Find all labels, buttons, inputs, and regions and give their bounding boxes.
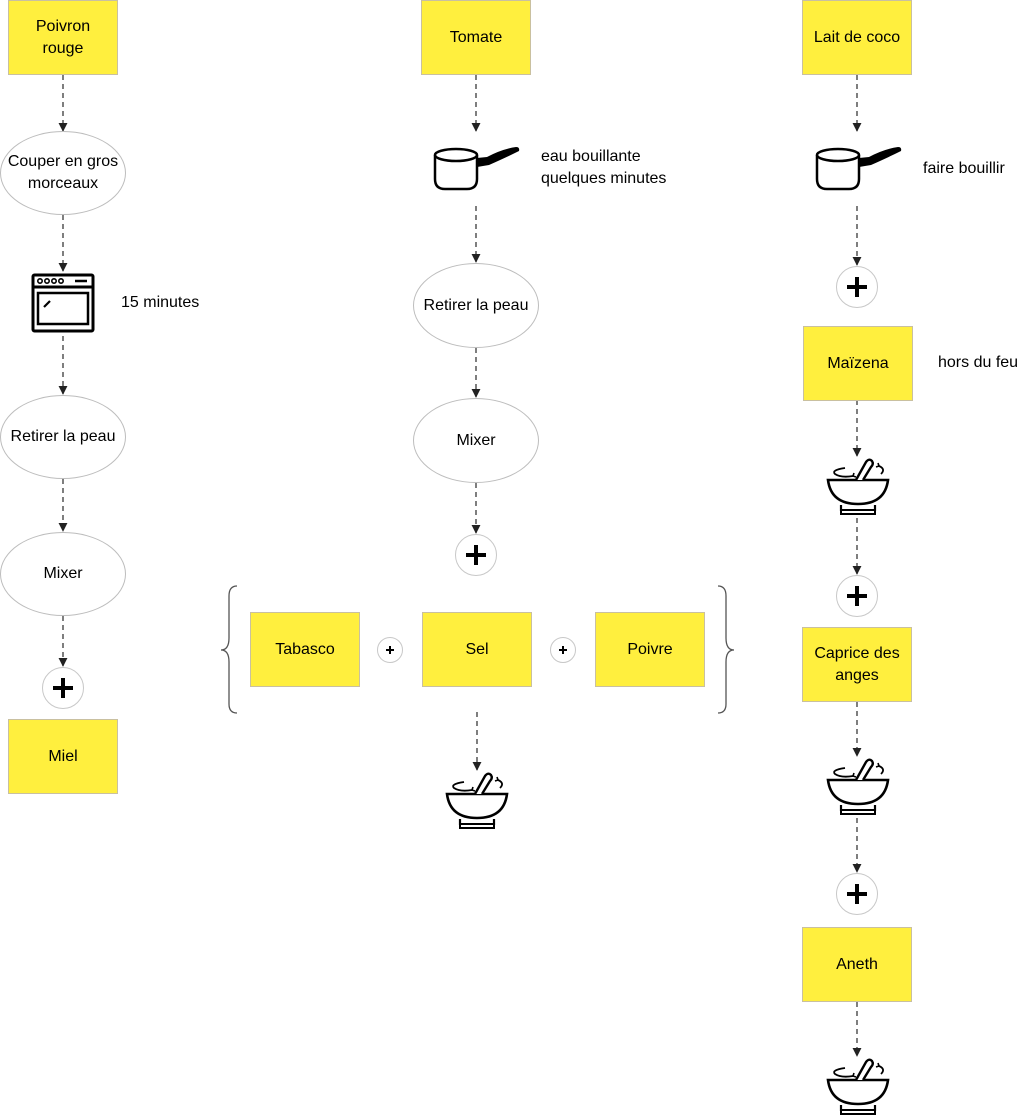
miel-note: Miel <box>8 719 118 794</box>
maizena-note: Maïzena <box>803 326 913 401</box>
mortar-pestle-icon <box>826 758 890 815</box>
coco-pot-note: faire bouillir <box>923 160 1005 177</box>
saucepan-icon <box>815 147 902 191</box>
coco-title-note: Lait de coco <box>802 0 912 75</box>
step-peel-oval-1: Retirer la peau <box>0 395 126 479</box>
aneth-note: Aneth <box>802 927 912 1002</box>
step-mix-oval-2: Mixer <box>413 398 539 483</box>
mortar-pestle-icon <box>826 458 890 515</box>
poivron-title-note: Poivron rouge <box>8 0 118 75</box>
caprice-note: Caprice des anges <box>802 627 912 702</box>
plus-icon <box>836 575 878 617</box>
step-cut-oval: Couper en gros morceaux <box>0 131 126 215</box>
plus-icon <box>550 637 576 663</box>
poivre-note: Poivre <box>595 612 705 687</box>
tomate-pot-note: eau bouillante quelques minutes <box>541 148 667 187</box>
step-mix-oval-1: Mixer <box>0 532 126 616</box>
left-brace <box>220 585 238 714</box>
plus-icon <box>455 534 497 576</box>
oven-icon <box>31 273 95 333</box>
maizena-side-note: hors du feu <box>938 354 1019 371</box>
plus-icon <box>377 637 403 663</box>
plus-icon <box>42 667 84 709</box>
plus-icon <box>836 873 878 915</box>
tabasco-note: Tabasco <box>250 612 360 687</box>
plus-icon <box>836 266 878 308</box>
oven-time-label: 15 minutes <box>121 294 200 311</box>
right-brace <box>717 585 735 714</box>
mortar-pestle-icon <box>445 772 509 829</box>
mortar-pestle-icon <box>826 1058 890 1115</box>
step-peel-oval-2: Retirer la peau <box>413 263 539 348</box>
saucepan-icon <box>433 147 520 191</box>
sel-note: Sel <box>422 612 532 687</box>
tomate-title-note: Tomate <box>421 0 531 75</box>
